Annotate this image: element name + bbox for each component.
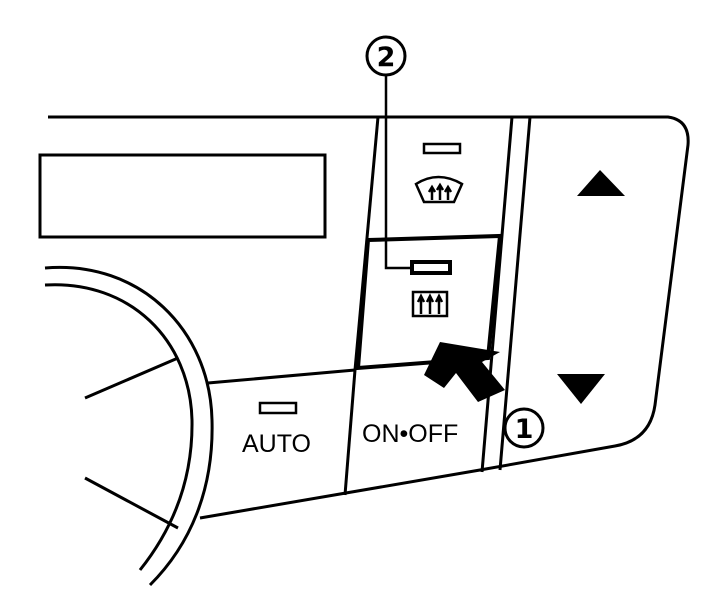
callout-2-circle <box>365 35 407 77</box>
press-arrow-icon <box>424 342 505 402</box>
on-off-button[interactable]: ON•OFF <box>362 420 458 448</box>
callout-2-leader <box>384 76 412 270</box>
front-defroster-indicator <box>422 142 462 155</box>
auto-button[interactable]: AUTO <box>242 401 311 458</box>
on-off-label: ON•OFF <box>362 420 458 448</box>
callout-1-circle <box>503 407 545 449</box>
callout-1-number: 1 <box>515 414 534 445</box>
auto-indicator <box>258 401 298 415</box>
front-defroster-icon <box>414 175 464 204</box>
dial <box>44 265 214 587</box>
button-row-lines <box>207 116 532 496</box>
callout-2-number: 2 <box>377 42 396 73</box>
up-triangle-icon[interactable] <box>577 170 625 196</box>
callout-2: 2 <box>365 35 412 270</box>
auto-label: AUTO <box>242 430 311 458</box>
down-triangle-icon[interactable] <box>557 374 605 404</box>
rear-defroster-indicator <box>410 260 452 275</box>
callout-1: 1 <box>503 407 545 449</box>
panel-outline <box>48 115 690 520</box>
rear-defroster-icon <box>411 290 449 318</box>
front-defroster-button[interactable] <box>414 142 464 204</box>
display-window <box>38 153 327 239</box>
rear-defroster-button[interactable] <box>355 233 503 371</box>
